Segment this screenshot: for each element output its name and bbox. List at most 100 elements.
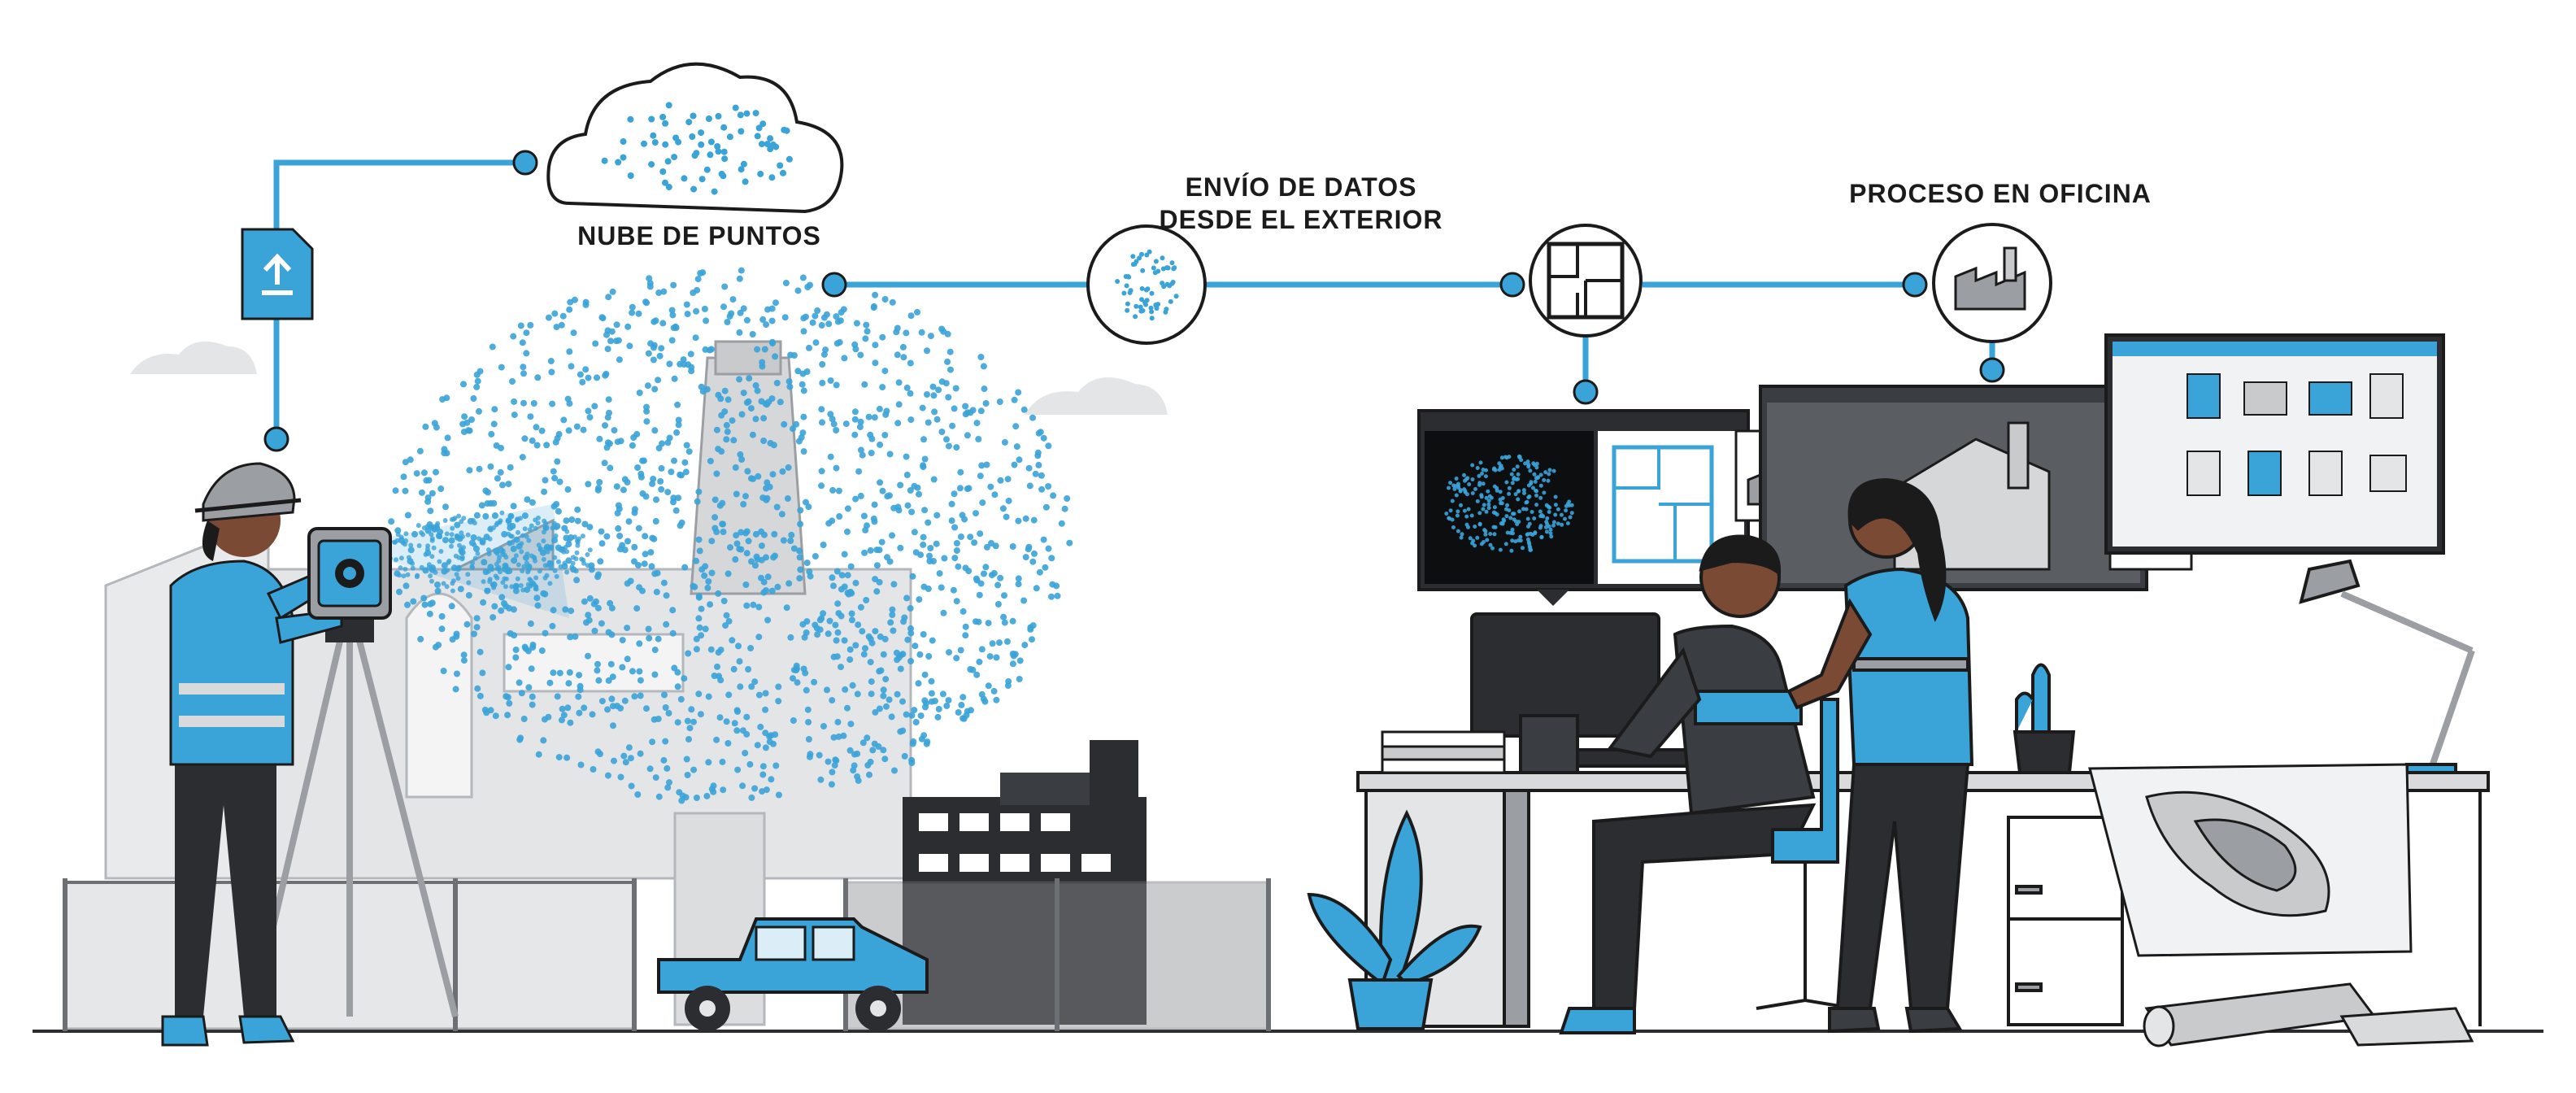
point-dot bbox=[585, 407, 592, 415]
point-dot bbox=[953, 540, 960, 546]
point-dot bbox=[750, 475, 757, 482]
point-dot bbox=[624, 625, 631, 632]
point-dot bbox=[608, 695, 616, 703]
point-dot bbox=[558, 564, 564, 569]
point-dot bbox=[659, 113, 667, 120]
point-dot bbox=[616, 533, 624, 539]
point-dot bbox=[952, 385, 959, 392]
point-dot bbox=[773, 503, 781, 511]
point-dot bbox=[1469, 513, 1474, 518]
point-dot bbox=[968, 707, 974, 714]
point-dot bbox=[1492, 466, 1497, 471]
point-dot bbox=[886, 696, 893, 703]
point-dot bbox=[422, 423, 429, 430]
point-dot bbox=[473, 383, 481, 390]
point-dot bbox=[629, 303, 636, 311]
point-dot bbox=[478, 502, 485, 509]
point-dot bbox=[1147, 249, 1152, 255]
point-dot bbox=[755, 634, 763, 641]
point-dot bbox=[889, 298, 896, 306]
point-dot bbox=[1022, 554, 1029, 561]
point-dot bbox=[666, 434, 673, 442]
point-dot bbox=[930, 476, 938, 483]
point-dot bbox=[498, 364, 505, 371]
point-dot bbox=[1170, 280, 1176, 285]
display-point-cloud-plan bbox=[1417, 409, 1819, 606]
point-dot bbox=[907, 312, 915, 320]
point-dot bbox=[516, 679, 523, 686]
point-dot bbox=[920, 583, 928, 590]
point-dot bbox=[454, 533, 459, 538]
point-dot bbox=[655, 635, 662, 642]
point-dot bbox=[1538, 509, 1543, 514]
point-dot bbox=[702, 625, 709, 633]
point-dot bbox=[1454, 493, 1459, 498]
point-dot bbox=[405, 572, 411, 577]
point-dot bbox=[1031, 550, 1038, 557]
point-dot bbox=[872, 708, 879, 716]
point-dot bbox=[1553, 503, 1558, 507]
point-dot bbox=[521, 564, 527, 569]
point-dot bbox=[751, 785, 759, 792]
point-dot bbox=[402, 582, 410, 590]
point-dot bbox=[1020, 597, 1028, 604]
point-dot bbox=[1477, 482, 1482, 487]
point-dot bbox=[743, 110, 751, 117]
point-dot bbox=[476, 692, 484, 699]
point-dot bbox=[740, 305, 747, 312]
point-dot bbox=[880, 747, 887, 754]
point-dot bbox=[685, 448, 693, 455]
point-dot bbox=[410, 565, 416, 571]
point-dot bbox=[1037, 429, 1044, 436]
point-dot bbox=[977, 354, 985, 360]
point-dot bbox=[655, 793, 663, 800]
point-dot bbox=[460, 657, 468, 664]
point-dot bbox=[1515, 464, 1520, 469]
point-dot bbox=[624, 580, 631, 587]
point-dot bbox=[491, 585, 497, 590]
point-dot bbox=[690, 112, 697, 120]
point-dot bbox=[617, 704, 624, 712]
point-dot bbox=[771, 530, 778, 538]
point-dot bbox=[629, 442, 636, 449]
point-dot bbox=[607, 599, 614, 607]
point-dot bbox=[736, 275, 743, 282]
point-dot bbox=[507, 464, 514, 471]
point-dot bbox=[630, 434, 637, 441]
point-dot bbox=[1009, 651, 1016, 657]
point-dot bbox=[720, 172, 727, 180]
point-dot bbox=[1475, 535, 1480, 540]
point-dot bbox=[581, 704, 588, 712]
point-dot bbox=[431, 545, 437, 551]
point-dot bbox=[423, 477, 430, 484]
point-dot bbox=[962, 623, 969, 630]
point-dot bbox=[542, 477, 549, 484]
point-dot bbox=[930, 558, 937, 564]
point-dot bbox=[1048, 593, 1055, 600]
point-dot bbox=[899, 698, 906, 705]
point-dot bbox=[1563, 516, 1567, 521]
point-dot bbox=[740, 160, 747, 168]
point-dot bbox=[933, 416, 941, 423]
point-dot bbox=[720, 529, 727, 535]
point-dot bbox=[654, 569, 661, 577]
point-dot bbox=[574, 517, 581, 525]
point-dot bbox=[707, 646, 715, 653]
point-dot bbox=[866, 771, 872, 778]
point-dot bbox=[862, 335, 869, 342]
point-dot bbox=[724, 396, 732, 403]
point-dot bbox=[395, 532, 401, 538]
point-dot bbox=[785, 464, 792, 471]
point-dot bbox=[951, 490, 958, 498]
point-dot bbox=[1003, 638, 1011, 645]
point-dot bbox=[569, 564, 575, 570]
point-dot bbox=[705, 759, 712, 766]
point-dot bbox=[1517, 509, 1521, 514]
point-dot bbox=[928, 677, 935, 685]
point-dot bbox=[693, 795, 700, 801]
point-dot bbox=[564, 549, 570, 555]
point-dot bbox=[416, 543, 422, 548]
point-dot bbox=[987, 483, 994, 490]
point-dot bbox=[607, 337, 614, 345]
point-dot bbox=[1001, 438, 1008, 446]
